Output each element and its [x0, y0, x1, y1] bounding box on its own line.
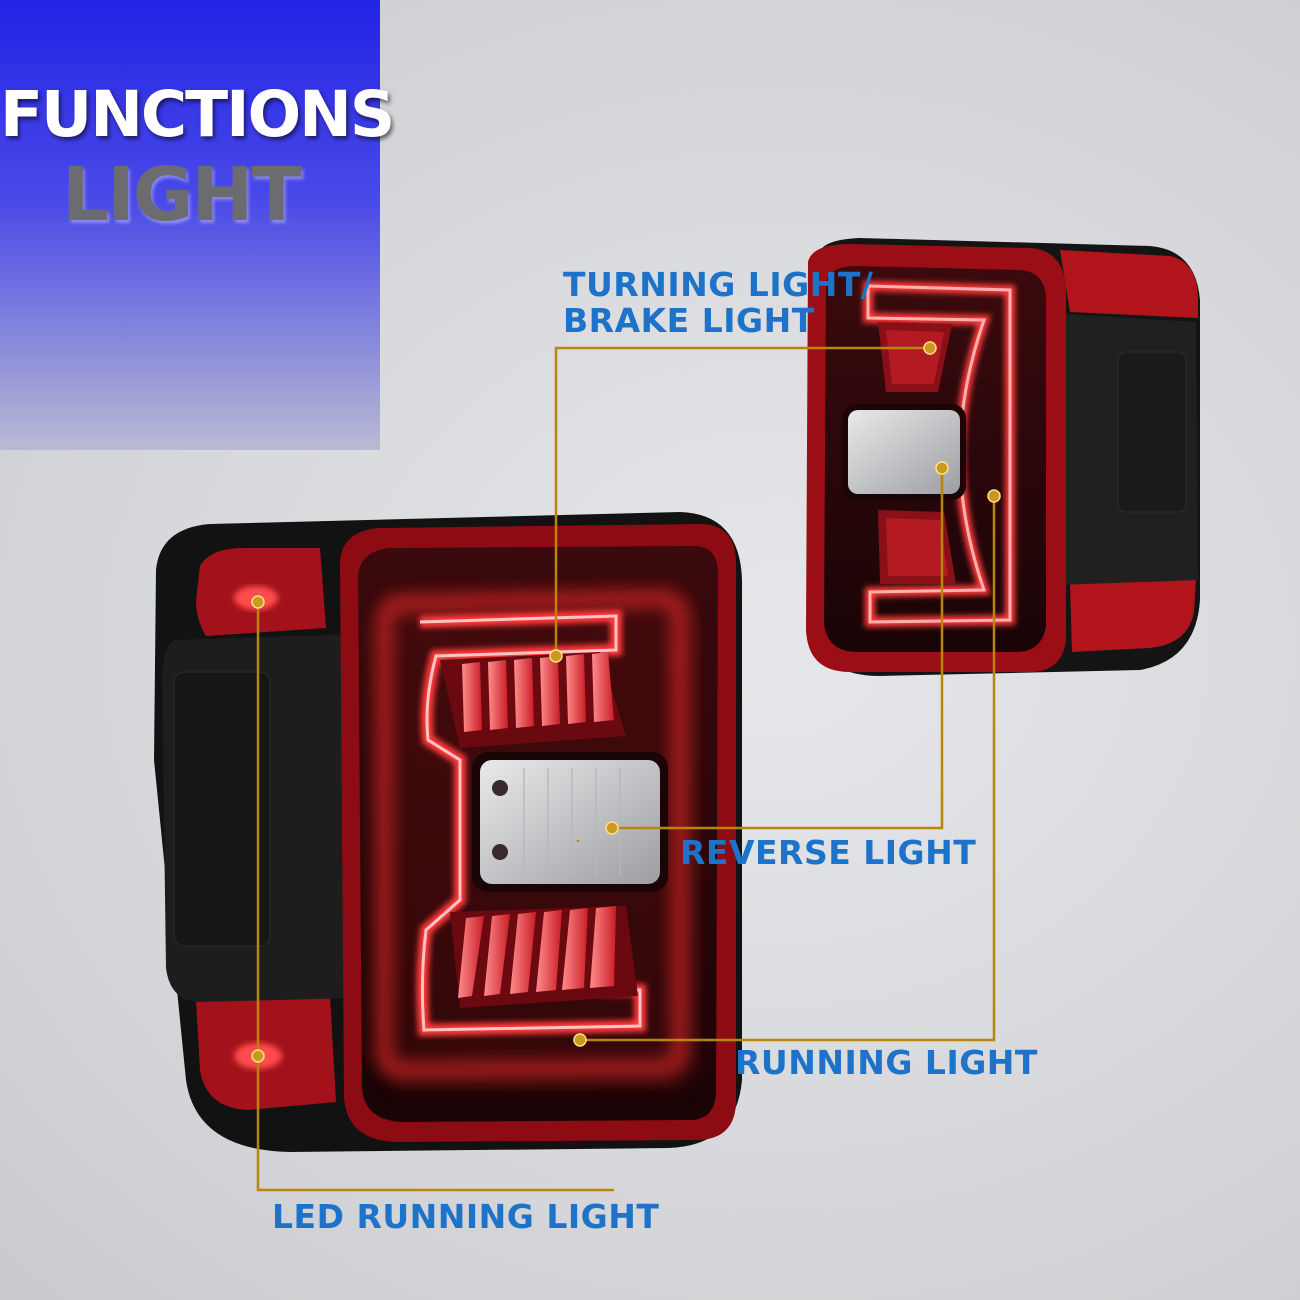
callout-turning-light: TURNING LIGHT/ [563, 265, 874, 304]
badge-subtitle: LIGHT [62, 152, 302, 238]
badge-title: FUNCTIONS [0, 78, 395, 151]
leader-lines [256, 346, 996, 1192]
leader-reverse [612, 468, 944, 830]
callout-dots [251, 341, 1001, 1063]
leader-running [580, 496, 996, 1042]
leader-led-running [256, 602, 614, 1192]
callout-reverse-light: REVERSE LIGHT [680, 833, 977, 872]
callout-brake-light: BRAKE LIGHT [563, 301, 815, 340]
callout-led-running-light: LED RUNNING LIGHT [272, 1197, 660, 1236]
functions-badge: FUNCTIONS LIGHT [0, 0, 395, 450]
callout-running-light: RUNNING LIGHT [735, 1043, 1038, 1082]
front-reverse-lens [480, 760, 660, 884]
front-taillight-unit [154, 512, 742, 1152]
rear-reverse-lens [848, 410, 960, 494]
front-brake-fins [440, 652, 626, 748]
rear-taillight-unit [806, 238, 1200, 676]
leader-turning-brake [554, 346, 930, 656]
